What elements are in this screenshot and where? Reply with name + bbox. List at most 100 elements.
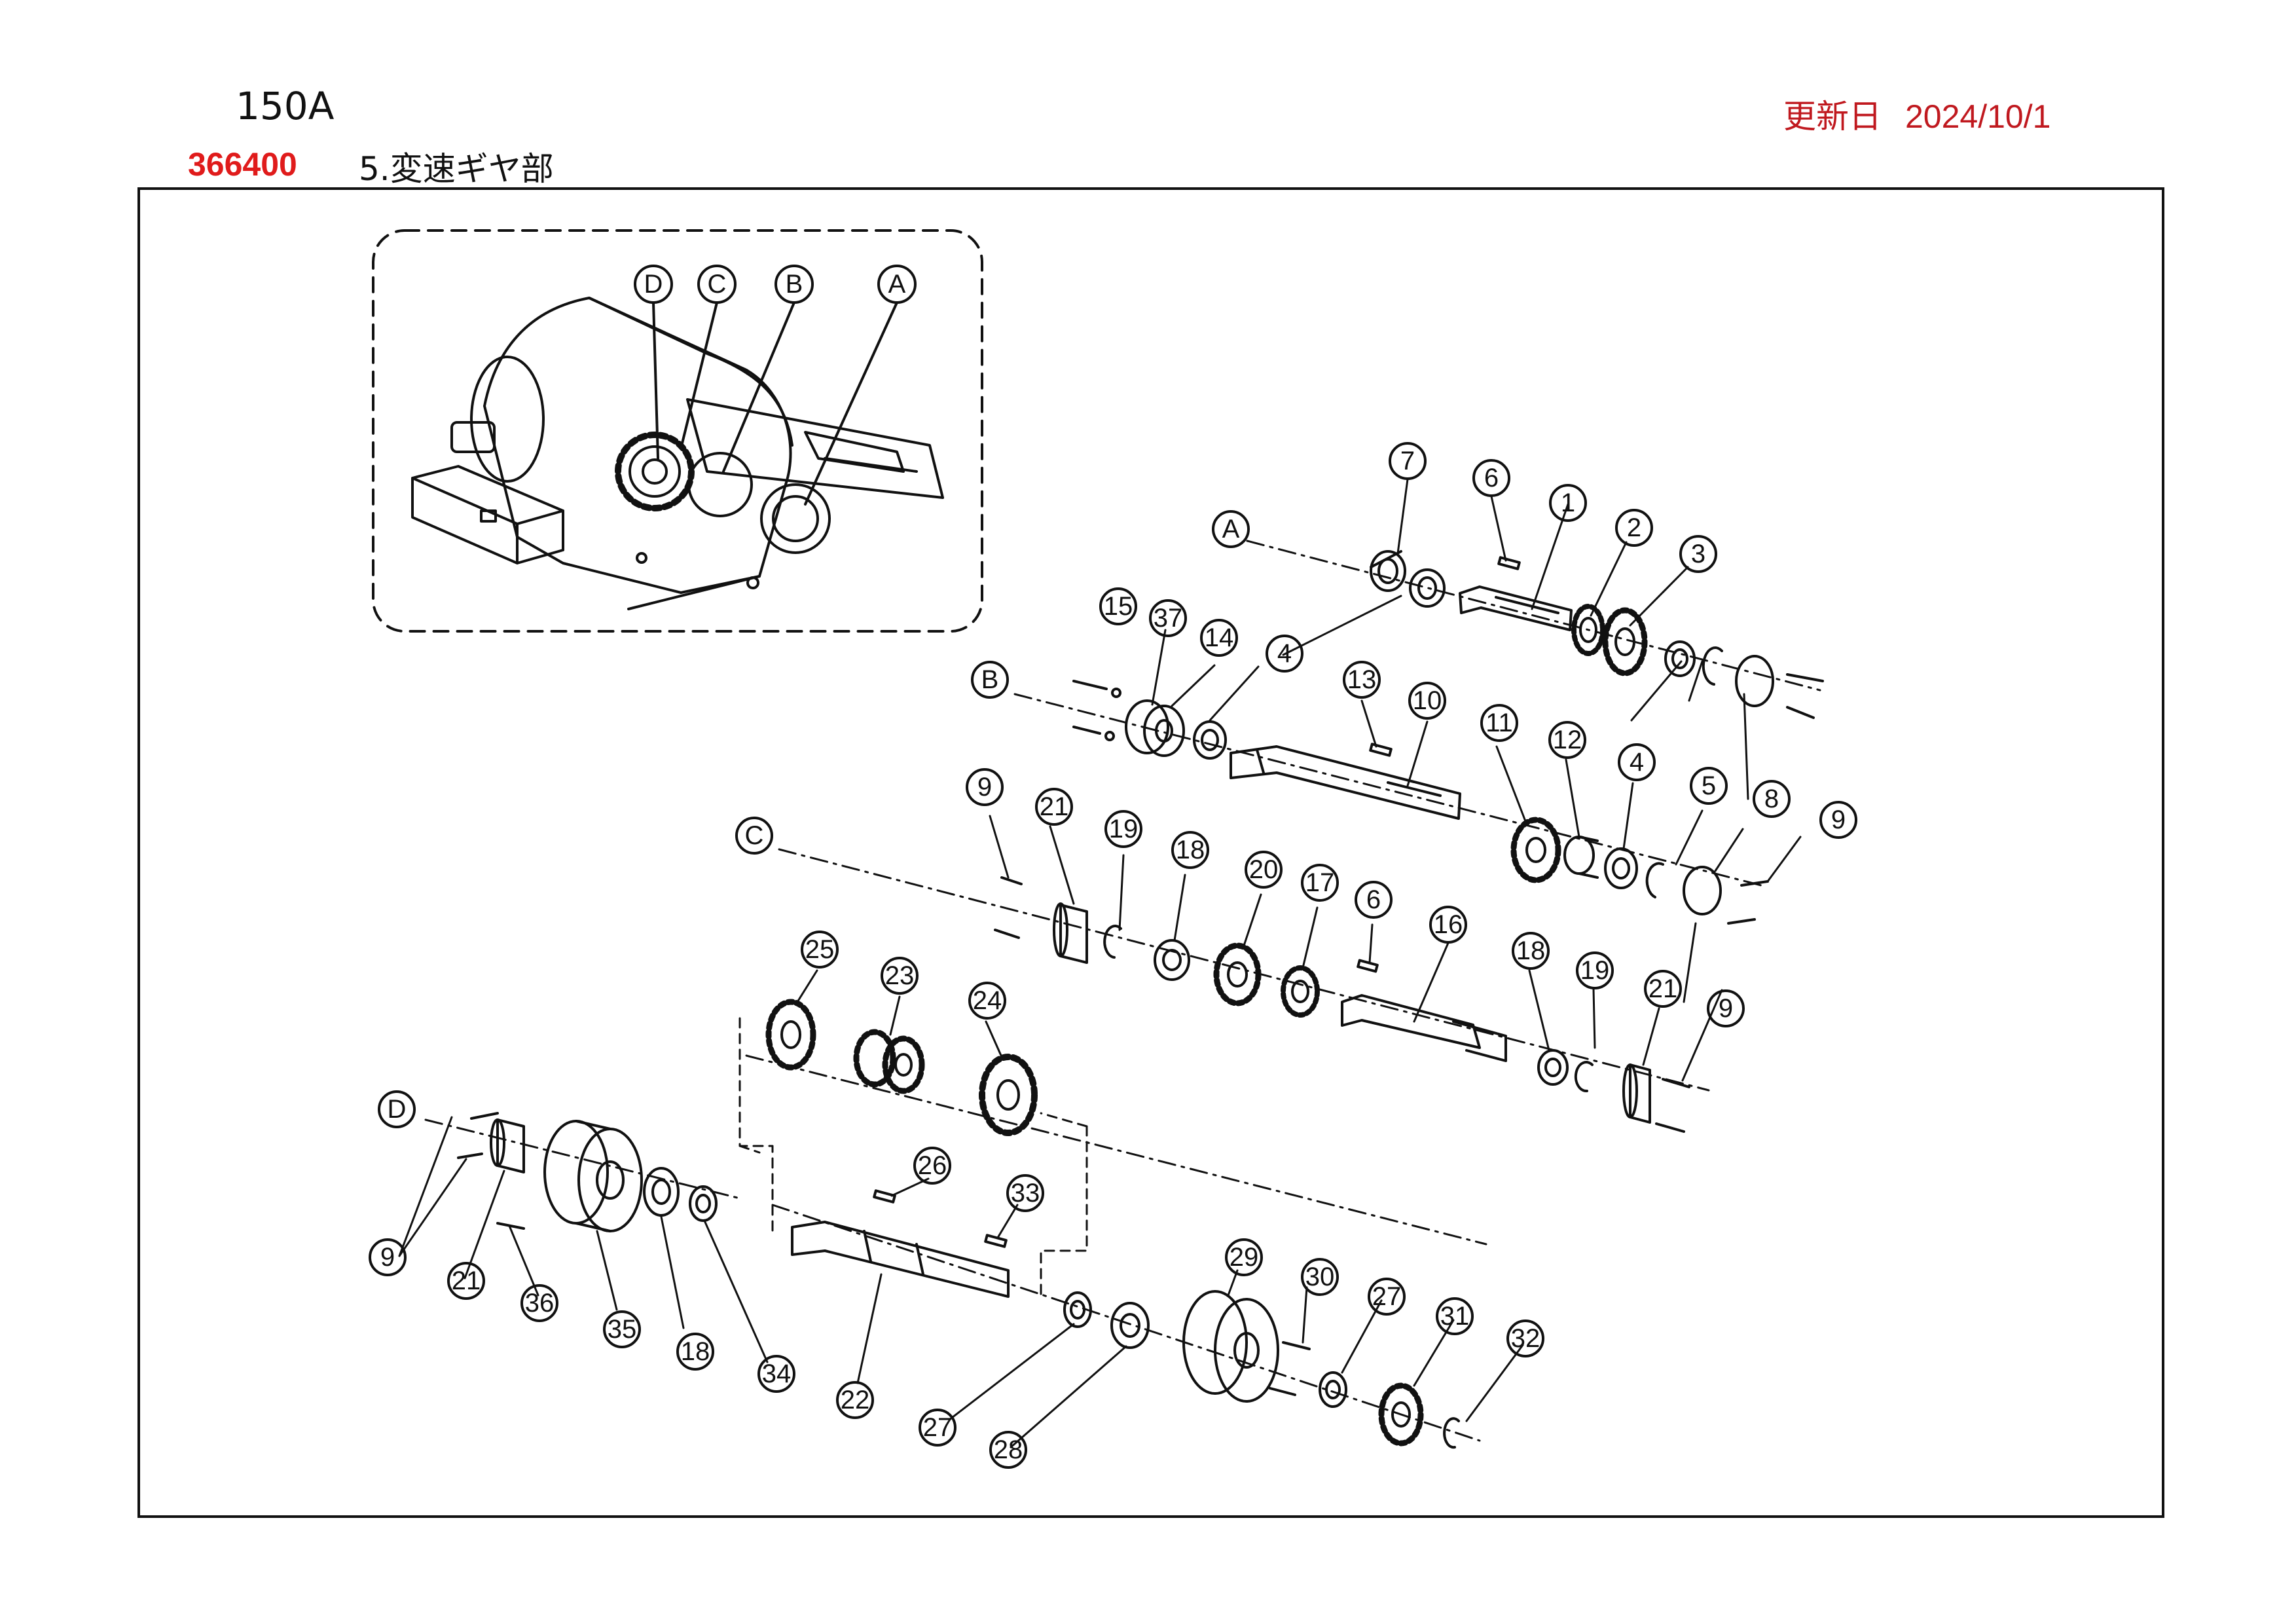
svg-text:4: 4 — [1277, 639, 1292, 668]
callout-27b: 27 — [1368, 1278, 1406, 1316]
part-5-snap-ring — [1702, 646, 1723, 686]
svg-text:6: 6 — [1366, 885, 1381, 914]
part-8-cover — [1735, 655, 1774, 707]
callout-4b: 4 — [1618, 743, 1656, 781]
part-26-key — [873, 1189, 896, 1204]
callout-18b: 18 — [1512, 932, 1550, 970]
inset-cover-rib — [804, 431, 918, 473]
part-32-snap-ring — [1443, 1417, 1460, 1449]
svg-text:26: 26 — [918, 1151, 947, 1180]
shaft-B-row — [1072, 680, 1769, 925]
leader-lines — [398, 478, 1802, 1449]
inset-screw — [636, 552, 647, 564]
svg-text:3: 3 — [1691, 540, 1705, 568]
inset-end-cap — [470, 356, 545, 483]
callout-34: 34 — [757, 1355, 795, 1393]
part-17-gear — [1281, 965, 1320, 1018]
callout-6b: 6 — [1355, 881, 1393, 919]
callout-bubbles: A B C D 7 6 1 2 3 15 37 14 4 13 10 11 12… — [369, 442, 1857, 1469]
inset-shaft-stub — [450, 421, 496, 453]
inset-label-D: D — [634, 265, 673, 304]
part-4b-bearing — [1664, 640, 1696, 677]
part-25-gear — [765, 999, 816, 1071]
callout-16: 16 — [1429, 906, 1467, 944]
callout-C: C — [735, 817, 773, 855]
inset-housing — [483, 297, 792, 594]
part-9d-screw — [1655, 1078, 1690, 1133]
part-7-bearing — [1370, 550, 1406, 592]
callout-13: 13 — [1343, 661, 1381, 699]
part-28-needle-bearing — [1110, 1302, 1150, 1349]
inset-dashed-border — [372, 229, 983, 633]
part-1-shaft — [1459, 585, 1573, 631]
part-2-gear — [1571, 604, 1605, 656]
callout-18c: 18 — [676, 1333, 714, 1371]
svg-text:C: C — [745, 821, 764, 850]
callout-7: 7 — [1389, 442, 1427, 480]
part-9c-screw — [994, 876, 1023, 939]
part-31-gear — [1378, 1382, 1424, 1447]
svg-text:2: 2 — [1627, 513, 1641, 542]
callout-6: 6 — [1472, 459, 1510, 497]
svg-text:27: 27 — [923, 1413, 953, 1442]
model-name: 150A — [236, 84, 335, 128]
shaft-A-row — [1370, 550, 1824, 719]
callout-9c: 9 — [966, 768, 1004, 806]
inset-label-C: C — [697, 265, 737, 304]
callout-10: 10 — [1408, 682, 1446, 720]
svg-text:B: B — [786, 270, 803, 299]
callout-B: B — [971, 661, 1009, 699]
callout-37: 37 — [1149, 599, 1187, 637]
svg-text:19: 19 — [1580, 956, 1610, 985]
assembly-brackets — [738, 1017, 1088, 1301]
part-11-gear — [1510, 817, 1561, 883]
part-35-housing — [543, 1120, 643, 1232]
inset-leaders — [652, 301, 898, 506]
part-6b-key — [1357, 959, 1379, 973]
shaft-D-row — [457, 1112, 1460, 1449]
callout-5: 5 — [1690, 767, 1728, 805]
svg-text:35: 35 — [608, 1315, 637, 1344]
callout-32: 32 — [1506, 1320, 1544, 1357]
callout-D: D — [378, 1090, 416, 1128]
callout-9d: 9 — [1707, 989, 1745, 1027]
part-37-washer — [1104, 688, 1121, 741]
svg-text:1: 1 — [1561, 489, 1575, 517]
svg-text:20: 20 — [1249, 855, 1279, 884]
part-14-housing — [1125, 699, 1185, 757]
inset-housing-top-edge — [588, 297, 793, 447]
part-18c-bearing — [643, 1167, 680, 1217]
svg-text:B: B — [981, 665, 999, 694]
part-18b-bearing — [1537, 1049, 1569, 1086]
callout-25: 25 — [801, 931, 839, 969]
svg-text:21: 21 — [1649, 974, 1678, 1003]
callout-17: 17 — [1301, 864, 1339, 902]
part-6-key — [1497, 556, 1521, 570]
part-9-screw — [1786, 673, 1824, 719]
callout-33: 33 — [1006, 1174, 1044, 1212]
part-16-shaft — [1341, 994, 1507, 1062]
part-19b-snap-ring — [1574, 1061, 1594, 1093]
callout-21b: 21 — [1644, 970, 1682, 1008]
svg-text:D: D — [644, 270, 663, 299]
svg-text:28: 28 — [994, 1435, 1023, 1464]
callout-30: 30 — [1301, 1258, 1339, 1296]
part-18-bearing — [1154, 939, 1190, 981]
part-9e-screw — [457, 1112, 499, 1159]
callout-21c: 21 — [447, 1262, 485, 1300]
part-23-gear — [853, 1029, 925, 1094]
part-4d-bearing — [1604, 847, 1638, 889]
callout-23: 23 — [881, 957, 919, 995]
callout-27: 27 — [919, 1409, 957, 1447]
part-33-key — [984, 1234, 1008, 1248]
diagram-frame — [137, 187, 2164, 1518]
callout-26: 26 — [913, 1147, 951, 1185]
part-8b-cover — [1683, 866, 1722, 915]
part-20-gear — [1213, 942, 1262, 1006]
callout-18: 18 — [1171, 831, 1209, 869]
svg-text:30: 30 — [1305, 1263, 1335, 1291]
svg-text:8: 8 — [1764, 784, 1779, 813]
inset-base-plate — [411, 465, 564, 564]
